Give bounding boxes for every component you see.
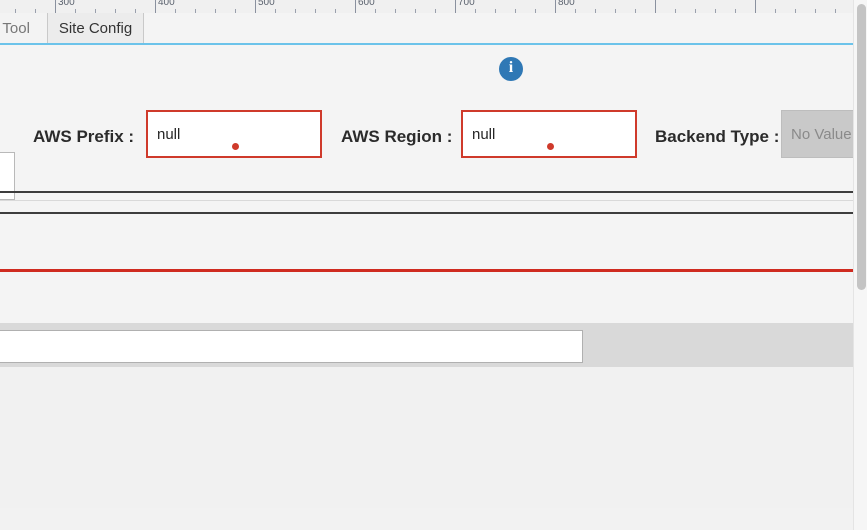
divider-error-rule	[0, 269, 853, 272]
ruler-tick-major	[255, 0, 256, 13]
tab-active-underline	[0, 43, 853, 45]
tab-site-config[interactable]: Site Config	[48, 13, 144, 44]
ruler-tick-minor	[415, 9, 416, 13]
ruler-tick-minor	[715, 9, 716, 13]
ruler-tick-major	[755, 0, 756, 13]
tab-query-tool[interactable]: y Tool	[0, 13, 48, 44]
tab-query-tool-label: y Tool	[0, 20, 30, 37]
tab-site-config-label: Site Config	[58, 20, 133, 37]
backend-type-value: No Value	[791, 125, 852, 143]
ruler-tick-minor	[215, 9, 216, 13]
aws-prefix-input[interactable]: null	[146, 110, 322, 158]
divider-upper-hairline	[0, 200, 853, 201]
ruler-tick-major	[355, 0, 356, 13]
ruler-tick-major	[55, 0, 56, 13]
clipped-left-input[interactable]	[0, 152, 15, 200]
ruler-tick-major	[455, 0, 456, 13]
ruler-tick-minor	[315, 9, 316, 13]
divider-middle	[0, 212, 853, 214]
ruler-tick-minor	[675, 9, 676, 13]
ruler-tick-minor	[435, 9, 436, 13]
tab-bar-empty-area	[144, 13, 853, 44]
aws-region-error-dot	[547, 143, 554, 150]
ruler-label: 300	[58, 0, 75, 8]
backend-type-label: Backend Type :	[655, 127, 780, 146]
ruler-tick-minor	[195, 9, 196, 13]
ruler-tick-minor	[775, 9, 776, 13]
divider-upper	[0, 191, 853, 193]
ruler-label: 400	[158, 0, 175, 8]
horizontal-ruler: 300 400 500 600 700 800	[0, 0, 853, 14]
ruler-tick-minor	[35, 9, 36, 13]
ruler-tick-minor	[375, 9, 376, 13]
ruler-tick-major	[655, 0, 656, 13]
ruler-tick-minor	[815, 9, 816, 13]
ruler-tick-minor	[635, 9, 636, 13]
ruler-tick-minor	[735, 9, 736, 13]
ruler-tick-minor	[695, 9, 696, 13]
ruler-tick-minor	[575, 9, 576, 13]
ruler-tick-minor	[75, 9, 76, 13]
ruler-tick-minor	[295, 9, 296, 13]
backend-type-input[interactable]: No Value	[781, 110, 853, 158]
ruler-label: 800	[558, 0, 575, 8]
ruler-label: 600	[358, 0, 375, 8]
ruler-tick-minor	[95, 9, 96, 13]
ruler-tick-minor	[275, 9, 276, 13]
ruler-tick-minor	[795, 9, 796, 13]
ruler-tick-minor	[175, 9, 176, 13]
tab-bar: y Tool Site Config	[0, 13, 853, 44]
aws-prefix-label: AWS Prefix :	[33, 127, 135, 146]
ruler-tick-minor	[535, 9, 536, 13]
ruler-tick-minor	[835, 9, 836, 13]
vertical-scrollbar[interactable]	[853, 0, 867, 530]
config-form-row: AWS Prefix : null AWS Region : null Back…	[0, 110, 853, 170]
ruler-tick-minor	[495, 9, 496, 13]
ruler-tick-minor	[595, 9, 596, 13]
content-area: AWS Prefix : null AWS Region : null Back…	[0, 45, 853, 530]
ruler-tick-major	[555, 0, 556, 13]
ruler-label: 500	[258, 0, 275, 8]
ruler-tick-minor	[115, 9, 116, 13]
aws-prefix-error-dot	[232, 143, 239, 150]
ruler-tick-minor	[235, 9, 236, 13]
info-icon[interactable]: i	[499, 57, 523, 81]
ruler-tick-major	[155, 0, 156, 13]
aws-prefix-value: null	[157, 125, 181, 143]
vertical-scrollbar-thumb[interactable]	[857, 4, 866, 290]
search-panel	[0, 323, 853, 367]
aws-region-label: AWS Region :	[341, 127, 453, 146]
ruler-label: 700	[458, 0, 475, 8]
aws-region-input[interactable]: null	[461, 110, 637, 158]
ruler-tick-minor	[135, 9, 136, 13]
ruler-tick-minor	[615, 9, 616, 13]
search-input[interactable]	[0, 330, 583, 363]
footer-bar	[0, 508, 853, 530]
ruler-tick-minor	[515, 9, 516, 13]
ruler-tick-minor	[395, 9, 396, 13]
ruler-tick-minor	[335, 9, 336, 13]
ruler-tick-minor	[15, 9, 16, 13]
aws-region-value: null	[472, 125, 496, 143]
lower-empty-panel	[0, 367, 853, 508]
ruler-tick-minor	[475, 9, 476, 13]
info-icon-glyph: i	[508, 59, 514, 76]
